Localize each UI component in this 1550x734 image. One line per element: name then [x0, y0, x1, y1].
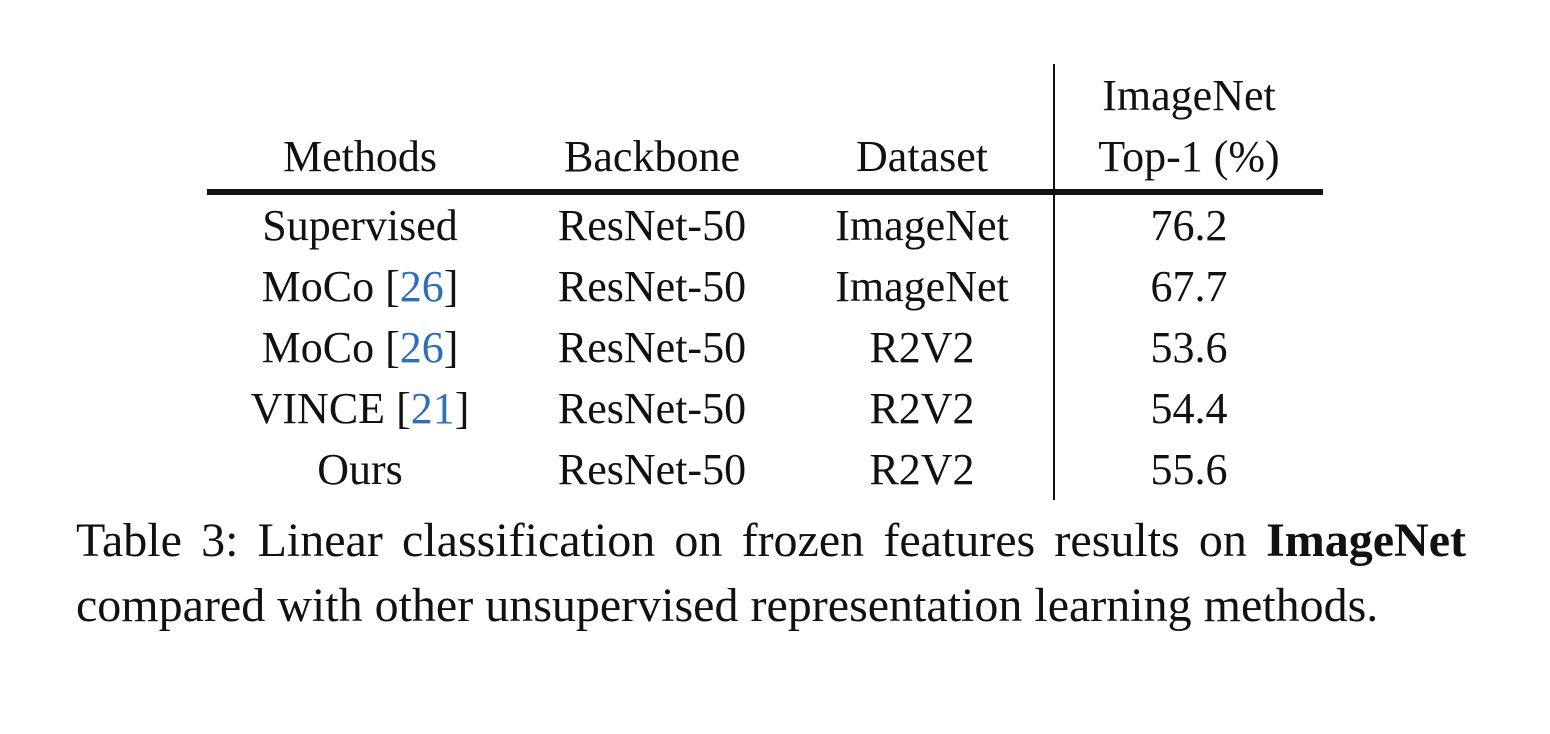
header-methods: Methods [283, 132, 437, 181]
header-dataset: Dataset [856, 132, 988, 181]
results-table: ImageNet Methods Backbone Dataset Top-1 … [207, 64, 1323, 500]
top1-cell: 76.2 [1053, 192, 1323, 256]
backbone-cell: ResNet-50 [557, 323, 747, 372]
table-row: Supervised ResNet-50 ImageNet 76.2 [207, 192, 1323, 256]
citation-link[interactable]: 26 [399, 323, 444, 372]
dataset-cell: R2V2 [869, 323, 975, 372]
header-top1-line2: Top-1 (%) [1053, 126, 1323, 192]
top1-cell: 67.7 [1053, 256, 1323, 317]
dataset-cell: R2V2 [869, 445, 975, 494]
method-name: Supervised [262, 201, 458, 250]
backbone-cell: ResNet-50 [557, 262, 747, 311]
backbone-cell: ResNet-50 [557, 201, 747, 250]
top1-cell: 53.6 [1053, 317, 1323, 378]
header-row-2: Methods Backbone Dataset Top-1 (%) [207, 126, 1323, 192]
table-row: MoCo [26] ResNet-50 R2V2 53.6 [207, 317, 1323, 378]
method-name: VINCE [250, 384, 386, 433]
method-cell: Supervised [207, 192, 513, 256]
header-row-1: ImageNet [207, 64, 1323, 126]
method-cell: VINCE [21] [250, 384, 470, 433]
header-top1-line1: ImageNet [1053, 64, 1323, 126]
method-cell: MoCo [26] [261, 323, 459, 372]
table-row: Ours ResNet-50 R2V2 55.6 [207, 439, 1323, 500]
header-backbone-spacer [513, 64, 791, 126]
method-name: MoCo [261, 323, 375, 372]
table-row: MoCo [26] ResNet-50 ImageNet 67.7 [207, 256, 1323, 317]
method-cell: MoCo [26] [261, 262, 459, 311]
backbone-cell: ResNet-50 [557, 445, 747, 494]
table-row: VINCE [21] ResNet-50 R2V2 54.4 [207, 378, 1323, 439]
backbone-cell: ResNet-50 [557, 384, 747, 433]
dataset-cell: ImageNet [835, 201, 1009, 250]
citation-link[interactable]: 26 [399, 262, 444, 311]
dataset-cell: ImageNet [835, 262, 1009, 311]
header-dataset-spacer [791, 64, 1054, 126]
results-table-container: ImageNet Methods Backbone Dataset Top-1 … [207, 64, 1323, 500]
top1-cell: 54.4 [1053, 378, 1323, 439]
header-backbone: Backbone [564, 132, 740, 181]
top1-cell-best: 55.6 [1053, 439, 1323, 500]
table-body: Supervised ResNet-50 ImageNet 76.2 MoCo … [207, 192, 1323, 500]
method-cell: Ours [207, 439, 513, 500]
caption-bold-term: ImageNet [1266, 514, 1466, 567]
caption-suffix: compared with other unsupervised represe… [76, 579, 1379, 632]
dataset-cell: R2V2 [869, 384, 975, 433]
method-name: MoCo [261, 262, 375, 311]
header-methods-spacer [207, 64, 513, 126]
citation-link[interactable]: 21 [410, 384, 455, 433]
caption-prefix: Table 3: Linear classification on frozen… [76, 514, 1267, 567]
table-caption: Table 3: Linear classification on frozen… [76, 508, 1466, 638]
table-header: ImageNet Methods Backbone Dataset Top-1 … [207, 64, 1323, 192]
method-name: Ours [317, 445, 403, 494]
